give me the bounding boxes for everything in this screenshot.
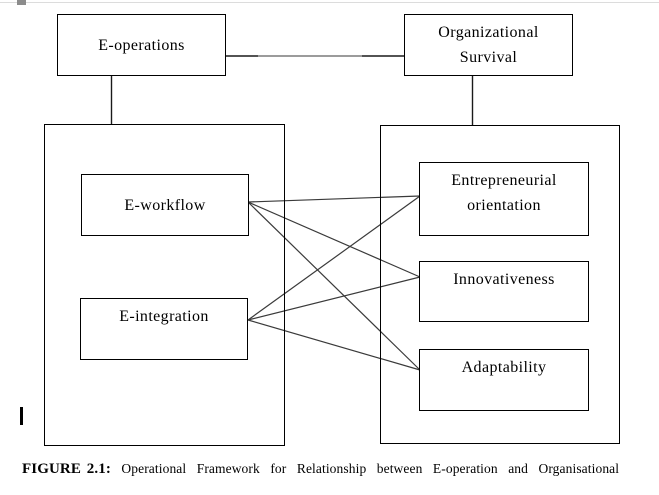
figure-caption: FIGURE 2.1: Operational Framework for Re… (22, 461, 640, 478)
node-innovativeness-label: Innovativeness (453, 271, 555, 288)
text-cursor (20, 407, 23, 425)
left-group-container (44, 124, 285, 446)
node-adaptability-label: Adaptability (461, 359, 547, 376)
edge-eworkflow-adaptability (247, 201, 421, 371)
node-e-operations: E-operations (57, 14, 226, 76)
node-innovativeness: Innovativeness (419, 261, 589, 322)
edge-eintegration-innovativeness (247, 276, 421, 321)
node-entrepreneurial-orientation: Entrepreneurial orientation (419, 162, 589, 236)
page-top-artifact (17, 0, 26, 5)
node-entrepreneurial-orientation-label: Entrepreneurial orientation (451, 172, 557, 214)
figure-caption-text: Operational Framework for Relationship b… (121, 461, 620, 476)
node-e-workflow-label: E-workflow (124, 196, 206, 214)
edge-eintegration-entrepreneurial (247, 195, 421, 321)
node-organizational-survival-label: Organizational Survival (438, 24, 539, 66)
figure-caption-label: FIGURE 2.1: (22, 461, 111, 477)
node-e-integration: E-integration (80, 298, 248, 360)
edge-eintegration-adaptability (247, 319, 421, 371)
node-e-operations-label: E-operations (98, 36, 185, 54)
node-e-integration-label: E-integration (119, 308, 209, 325)
right-group-container (380, 125, 620, 444)
node-organizational-survival: Organizational Survival (404, 14, 573, 76)
edge-eworkflow-entrepreneurial (247, 195, 421, 203)
node-e-workflow: E-workflow (81, 174, 249, 236)
edge-eworkflow-innovativeness (247, 201, 421, 278)
page-top-rule (0, 2, 659, 3)
node-adaptability: Adaptability (419, 349, 589, 411)
